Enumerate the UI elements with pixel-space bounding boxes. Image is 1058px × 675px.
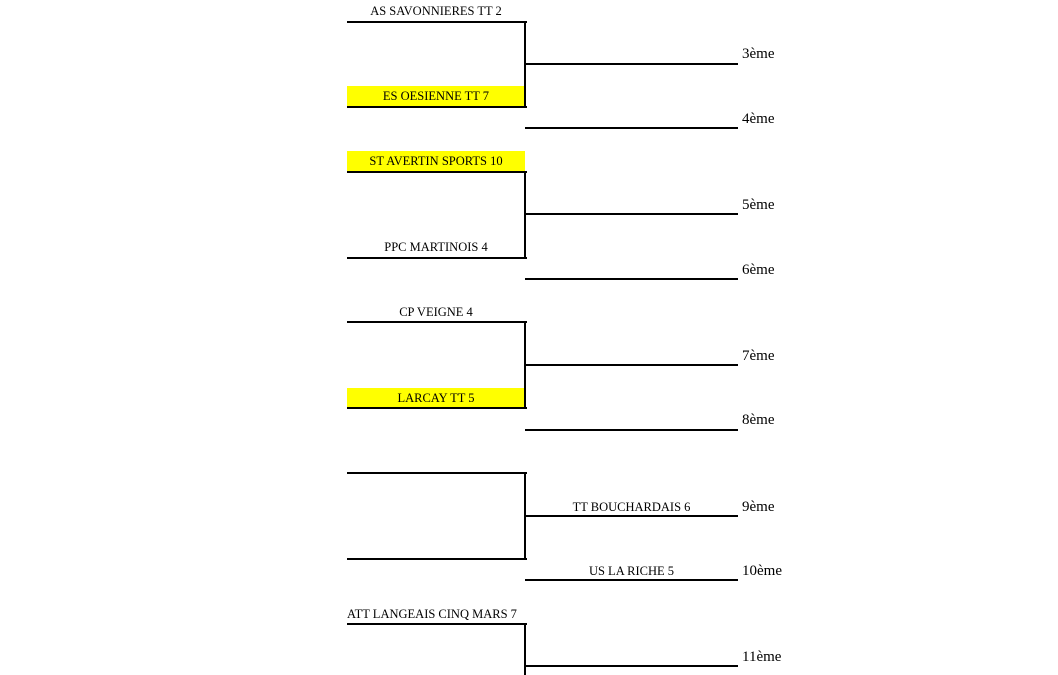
winner-result-4: TT BOUCHARDAIS 6 — [572, 500, 691, 514]
team-line-top-3 — [347, 321, 527, 323]
team-line-bottom-2 — [347, 257, 527, 259]
team-top-1: AS SAVONNIERES TT 2 — [370, 4, 502, 18]
team-line-top-2 — [347, 171, 527, 173]
winner-line-4 — [525, 515, 738, 517]
loser-line-3 — [525, 429, 738, 431]
team-line-bottom-1 — [347, 106, 527, 108]
team-bottom-1-highlighted: ES OESIENNE TT 7 — [347, 86, 525, 106]
team-line-bottom-4 — [347, 558, 527, 560]
place-label-10: 10ème — [742, 563, 782, 579]
place-label-3: 3ème — [742, 46, 775, 62]
place-label-4: 4ème — [742, 111, 775, 127]
winner-line-2 — [525, 213, 738, 215]
loser-line-1 — [525, 127, 738, 129]
place-label-5: 5ème — [742, 197, 775, 213]
team-bottom-3-highlighted: LARCAY TT 5 — [347, 388, 525, 408]
team-top-2-highlighted: ST AVERTIN SPORTS 10 — [347, 151, 525, 171]
team-line-top-4 — [347, 472, 527, 474]
team-top-5: ATT LANGEAIS CINQ MARS 7 — [347, 607, 517, 621]
team-line-top-5 — [347, 623, 527, 625]
place-label-6: 6ème — [742, 262, 775, 278]
team-line-bottom-3 — [347, 407, 527, 409]
bracket-connector-5 — [524, 623, 526, 675]
place-label-11: 11ème — [742, 649, 782, 665]
winner-line-5 — [525, 665, 738, 667]
bracket-connector-2 — [524, 171, 526, 259]
team-bottom-2: PPC MARTINOIS 4 — [384, 240, 488, 254]
place-label-8: 8ème — [742, 412, 775, 428]
team-top-3: CP VEIGNE 4 — [399, 305, 473, 319]
team-line-top-1 — [347, 21, 527, 23]
place-label-9: 9ème — [742, 499, 775, 515]
loser-line-2 — [525, 278, 738, 280]
winner-line-3 — [525, 364, 738, 366]
place-label-7: 7ème — [742, 348, 775, 364]
loser-result-4: US LA RICHE 5 — [588, 564, 675, 578]
team-bottom-4 — [347, 538, 525, 558]
loser-line-4 — [525, 579, 738, 581]
winner-line-1 — [525, 63, 738, 65]
team-top-4 — [347, 452, 525, 472]
